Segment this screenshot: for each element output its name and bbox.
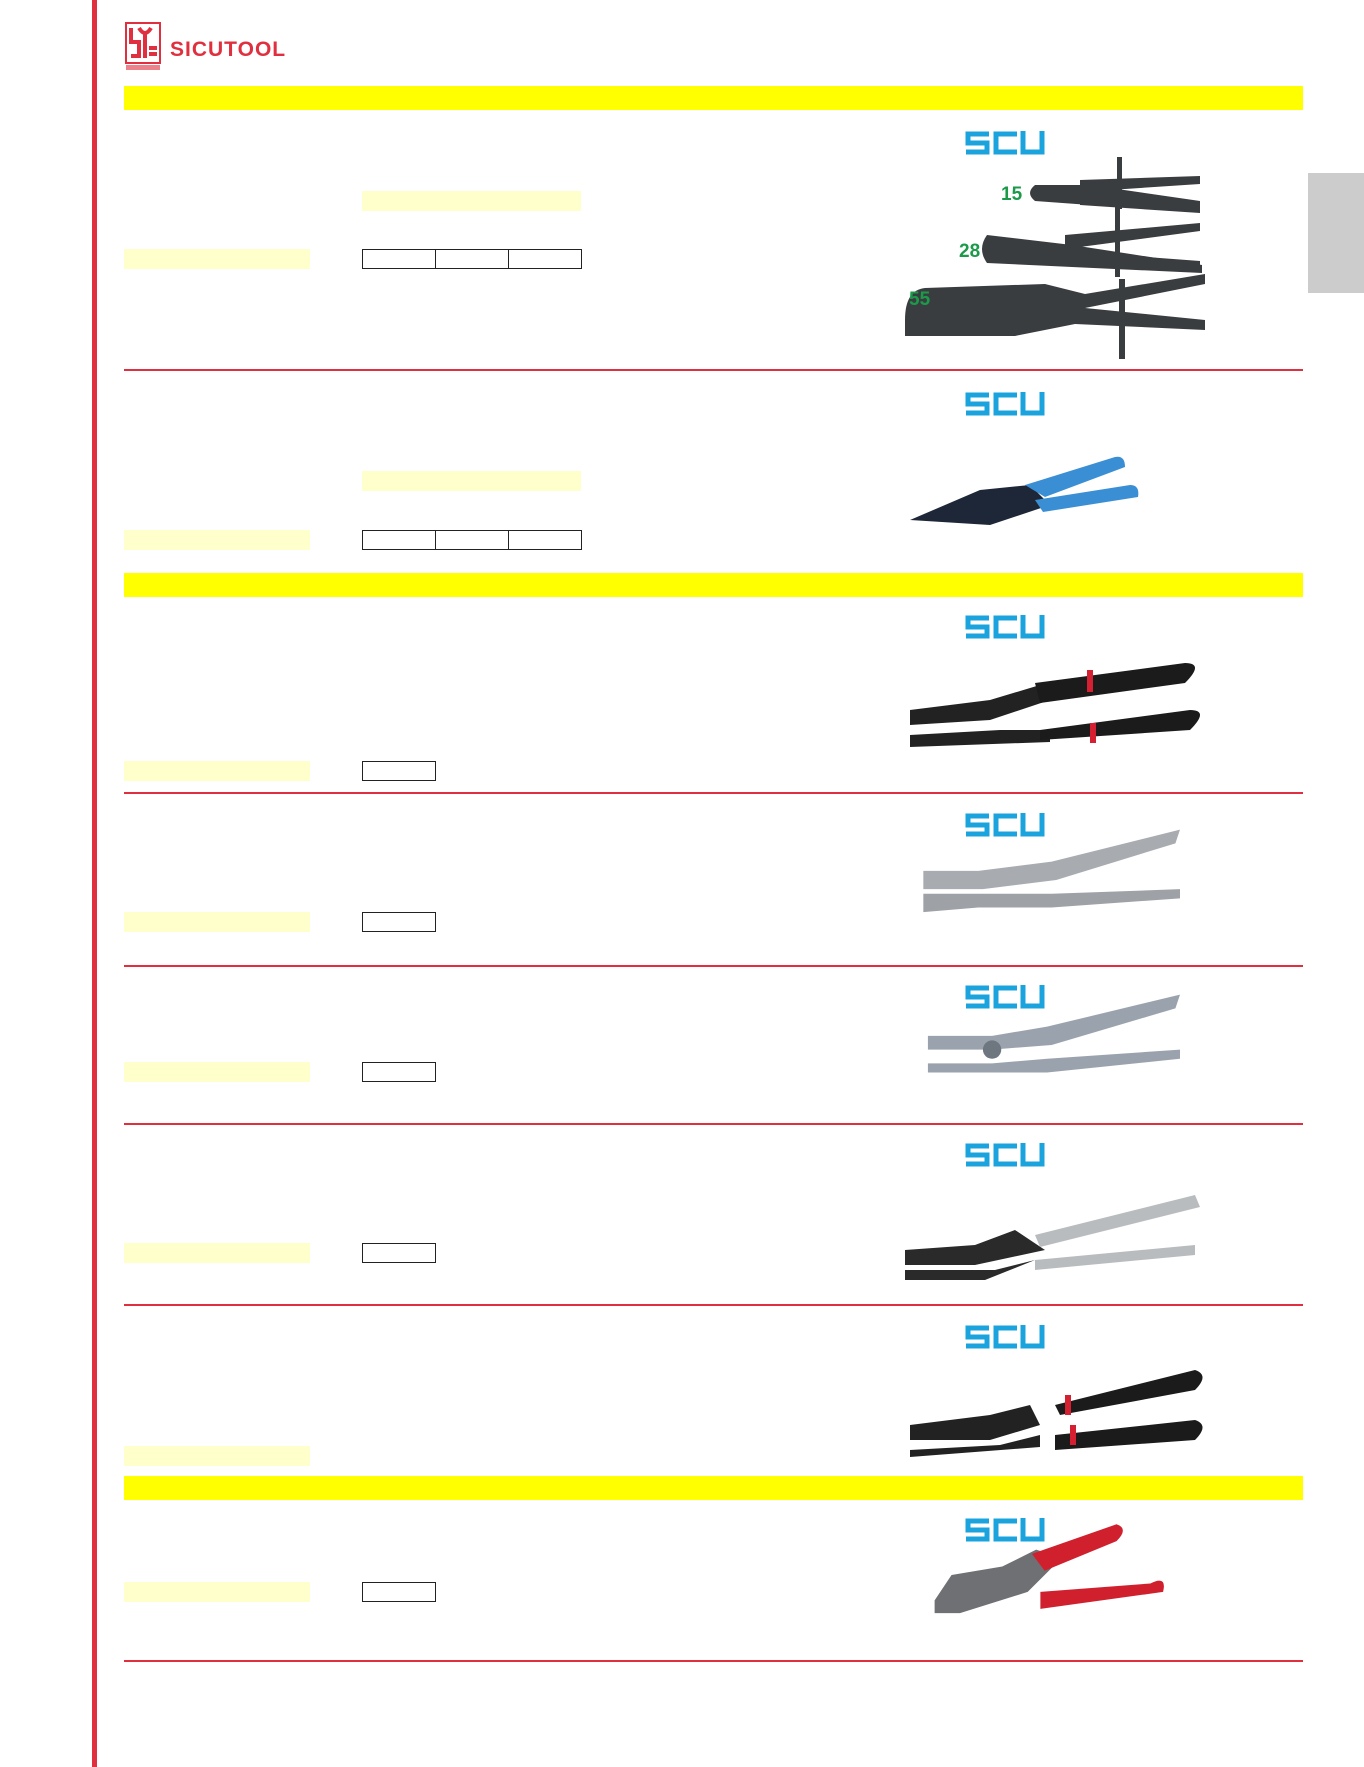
code-field: [124, 761, 310, 781]
size-label: 55: [909, 289, 931, 310]
size-label: 15: [1001, 184, 1023, 205]
code-field: [124, 530, 310, 550]
side-section-tab[interactable]: [1308, 173, 1364, 293]
code-field: [124, 1062, 310, 1082]
scu-logo-icon: [965, 131, 1045, 155]
hose-crimping-pliers-image: [910, 456, 1139, 525]
size-table: [362, 912, 436, 932]
size-table: [362, 530, 582, 550]
section-band: [124, 1476, 1303, 1500]
description-field: [362, 191, 581, 211]
click-clamp-pliers-image: [934, 1524, 1164, 1614]
sicutool-logo-icon: [125, 22, 161, 70]
row-separator: [124, 792, 1303, 794]
scu-logo-icon: [965, 615, 1045, 639]
row-separator: [124, 1304, 1303, 1306]
hose-clip-pliers-chrome-image: [923, 829, 1180, 913]
scu-logo-icon: [965, 985, 1045, 1009]
hose-clip-pliers-swivel-image: [927, 994, 1180, 1073]
page-margin-bar: [92, 0, 97, 1767]
row-separator: [124, 1660, 1303, 1662]
scu-logo-icon: [965, 813, 1045, 837]
size-table: [362, 761, 436, 781]
scu-logo-icon: [965, 1518, 1045, 1542]
code-field: [124, 1582, 310, 1602]
code-field: [124, 1446, 310, 1466]
section-band: [124, 86, 1303, 110]
description-field: [362, 471, 581, 491]
row-separator: [124, 369, 1303, 371]
hose-clip-pliers-cable-image: [910, 1370, 1203, 1457]
size-table: [362, 1582, 436, 1602]
brand-name: SICUTOOL: [170, 38, 287, 61]
hose-clip-pliers-locking-image: [905, 1195, 1200, 1280]
row-separator: [124, 1123, 1303, 1125]
code-field: [124, 1243, 310, 1263]
scu-logo-icon: [965, 1143, 1045, 1167]
code-field: [124, 249, 310, 269]
code-field: [124, 912, 310, 932]
scu-logo-icon: [965, 392, 1045, 416]
section-band: [124, 573, 1303, 597]
size-table: [362, 1243, 436, 1263]
size-label: 28: [959, 241, 980, 262]
size-table: [362, 1062, 436, 1082]
scu-logo-icon: [965, 1325, 1045, 1349]
row-separator: [124, 965, 1303, 967]
hose-clip-pliers-image: [910, 663, 1200, 747]
size-table: [362, 249, 582, 269]
hose-clamp-pliers-set-image: 15 28 55: [905, 157, 1205, 359]
